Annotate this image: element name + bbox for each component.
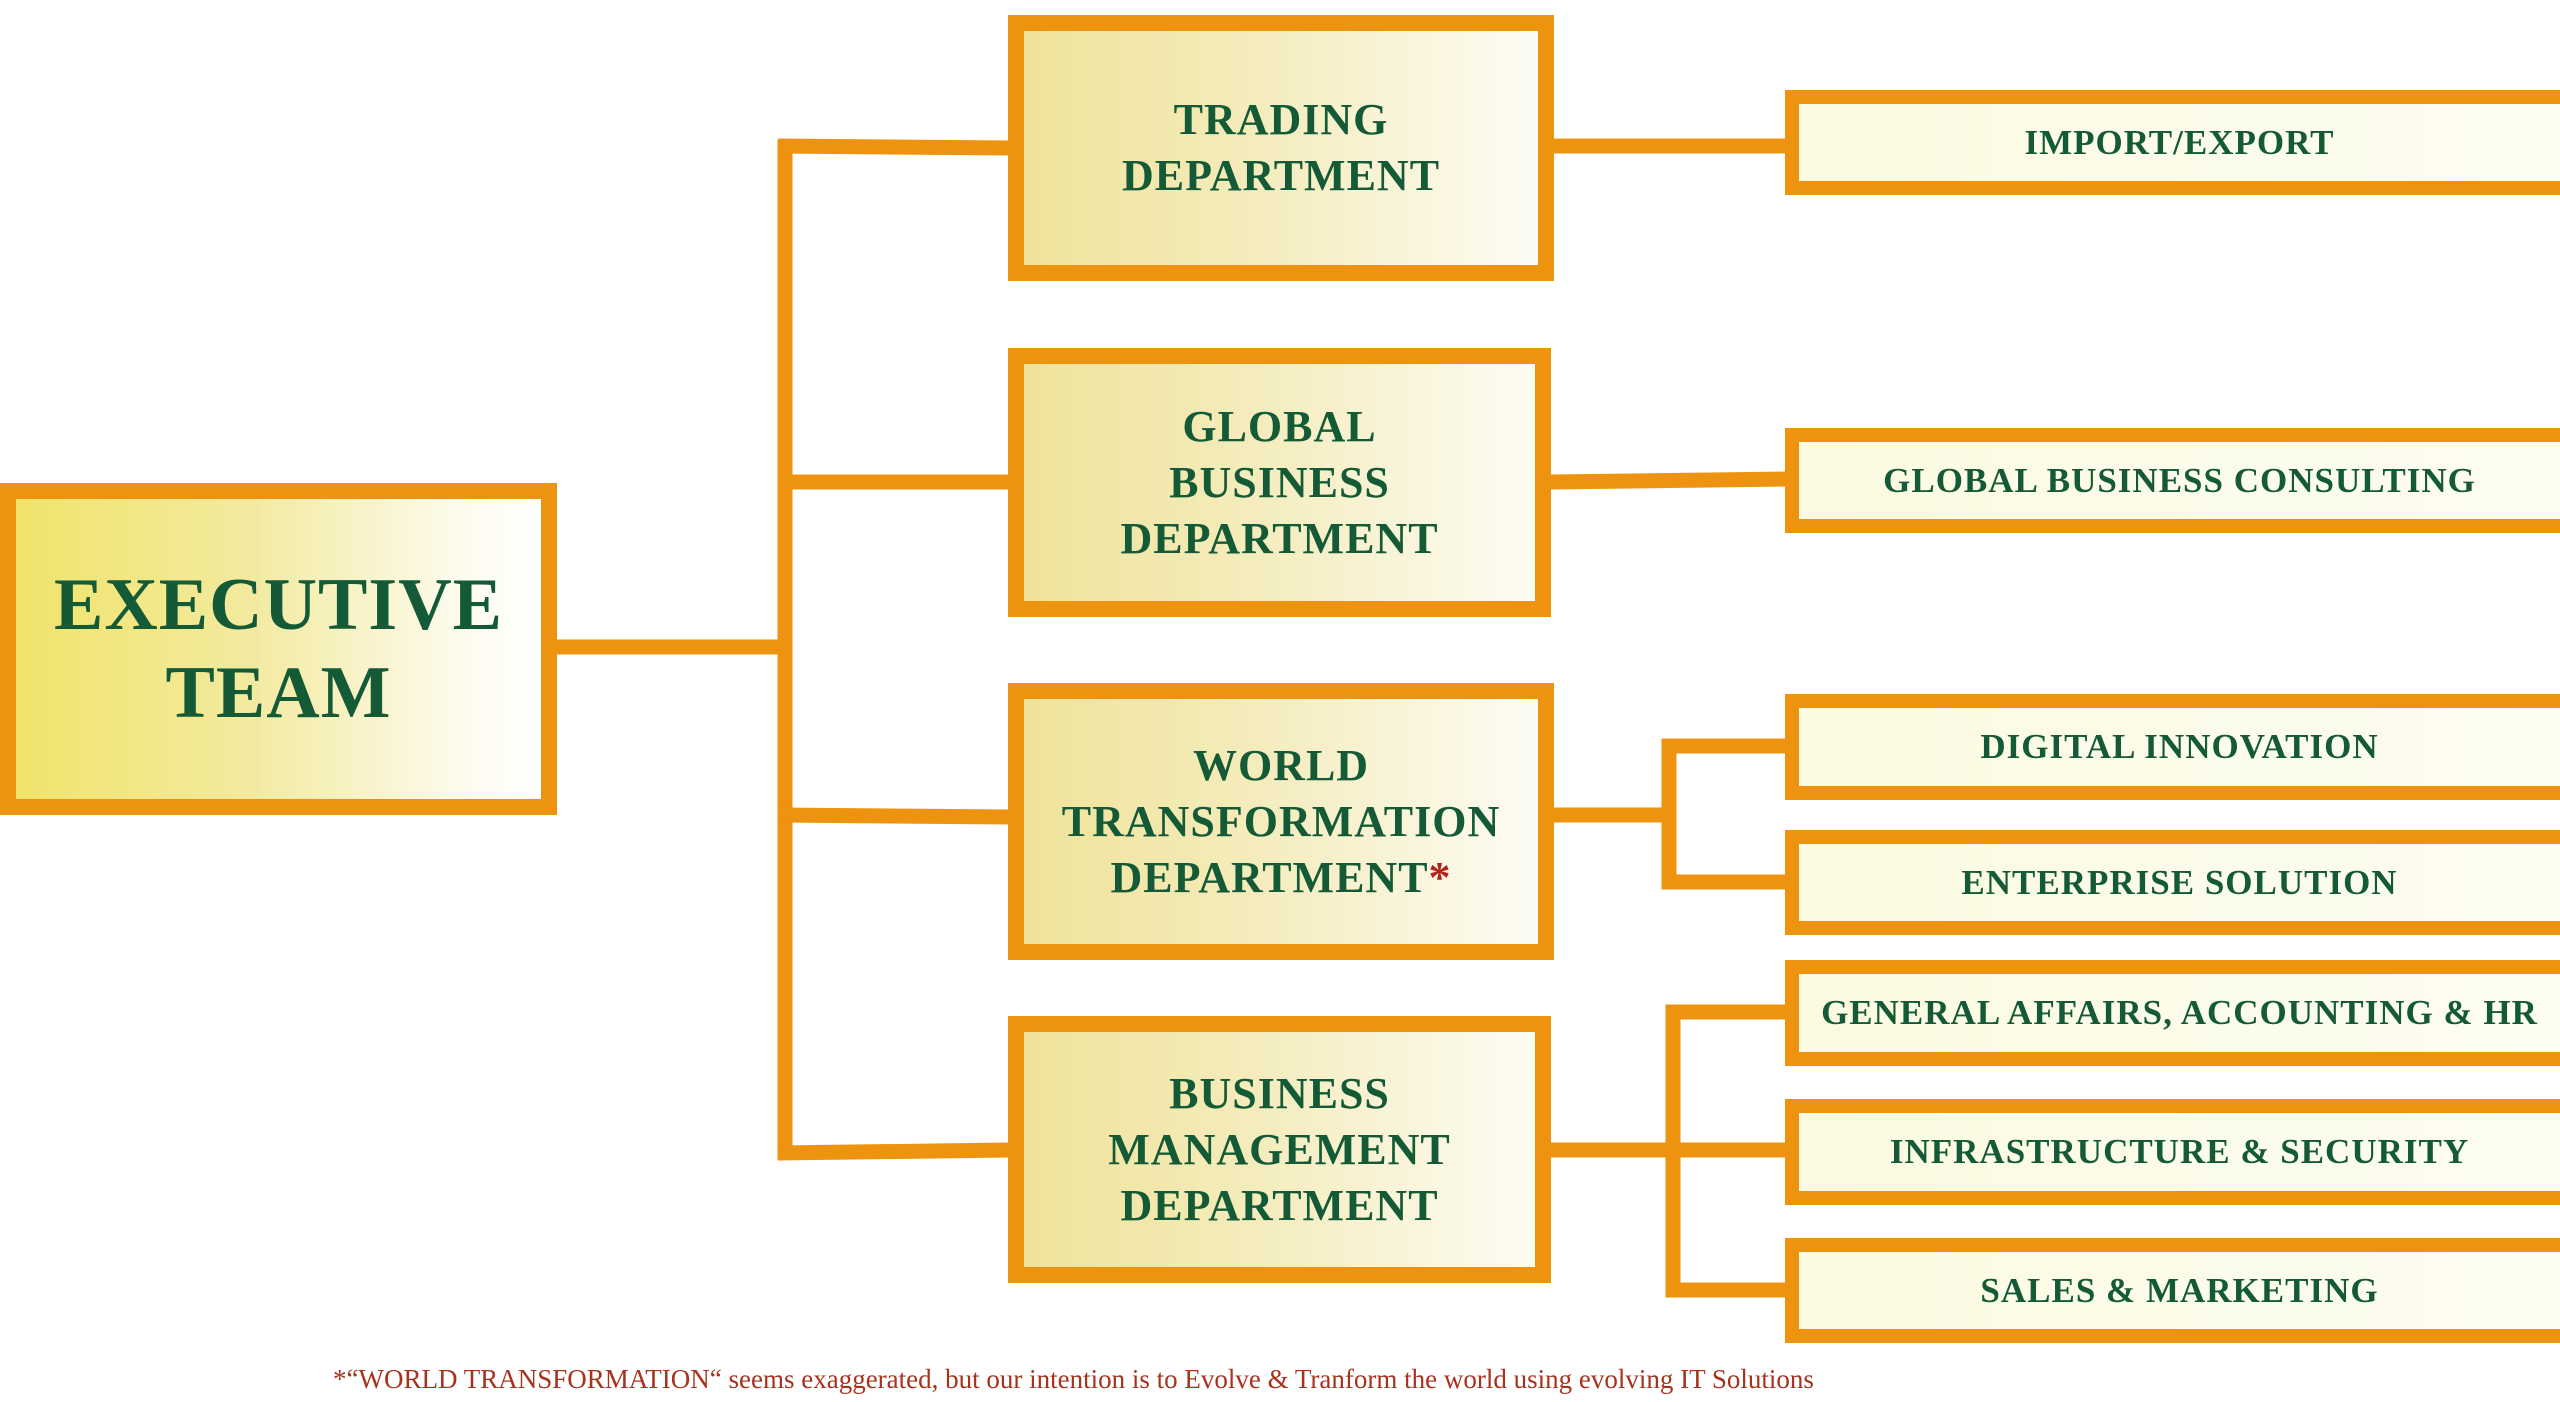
business-connector — [777, 1142, 1011, 1161]
dept-label: DEPARTMENT — [1121, 151, 1441, 200]
dept-label: WORLD — [1192, 740, 1370, 790]
dept-label: GLOBAL — [1182, 401, 1377, 451]
footnote: *“WORLD TRANSFORMATION“ seems exaggerate… — [333, 1364, 1814, 1394]
dept-label: MANAGEMENT — [1108, 1124, 1451, 1174]
footnote-marker: * — [1428, 852, 1452, 902]
unit-global-business-consulting: GLOBAL BUSINESS CONSULTING — [1785, 428, 2560, 533]
unit-label: INFRASTRUCTURE & SECURITY — [1889, 1132, 2470, 1171]
unit-label: ENTERPRISE SOLUTION — [1961, 862, 2398, 902]
unit-import-export: IMPORT/EXPORT — [1785, 90, 2560, 195]
business-bracket — [1665, 1004, 1790, 1298]
unit-label: GLOBAL BUSINESS CONSULTING — [1883, 460, 2476, 500]
executive-team-box: EXECUTIVE TEAM — [0, 483, 557, 815]
unit-enterprise-solution: ENTERPRISE SOLUTION — [1785, 830, 2560, 935]
dept-label: DEPARTMENT — [1120, 1180, 1439, 1230]
world-bracket — [1661, 738, 1790, 890]
dept-label: DEPARTMENT — [1110, 852, 1429, 902]
executive-line2: TEAM — [165, 652, 392, 734]
business-management-department-box: BUSINESS MANAGEMENT DEPARTMENT — [1008, 1016, 1551, 1283]
dept-label: BUSINESS — [1169, 457, 1390, 507]
dept-label: TRADING — [1173, 95, 1389, 144]
unit-label: DIGITAL INNOVATION — [1980, 727, 2379, 766]
global-business-department-box: GLOBAL BUSINESS DEPARTMENT — [1008, 348, 1551, 617]
unit-label: SALES & MARKETING — [1980, 1270, 2379, 1310]
dept-label: DEPARTMENT — [1120, 513, 1439, 563]
unit-label: GENERAL AFFAIRS, ACCOUNTING & HR — [1821, 993, 2538, 1032]
unit-digital-innovation: DIGITAL INNOVATION — [1785, 694, 2560, 800]
consulting-connector — [1549, 471, 1791, 490]
dept-label: BUSINESS — [1169, 1068, 1390, 1118]
unit-general-affairs: GENERAL AFFAIRS, ACCOUNTING & HR — [1785, 960, 2560, 1066]
dept-label: TRANSFORMATION — [1061, 796, 1501, 846]
unit-label: IMPORT/EXPORT — [2024, 122, 2335, 162]
world-transformation-department-box: WORLD TRANSFORMATION DEPARTMENT* — [1008, 683, 1554, 960]
trading-department-box: TRADING DEPARTMENT — [1008, 15, 1554, 281]
world-connector — [777, 807, 1011, 825]
unit-infrastructure-security: INFRASTRUCTURE & SECURITY — [1785, 1099, 2560, 1205]
trading-connector — [777, 138, 1011, 156]
unit-sales-marketing: SALES & MARKETING — [1785, 1238, 2560, 1343]
executive-line1: EXECUTIVE — [54, 564, 503, 646]
